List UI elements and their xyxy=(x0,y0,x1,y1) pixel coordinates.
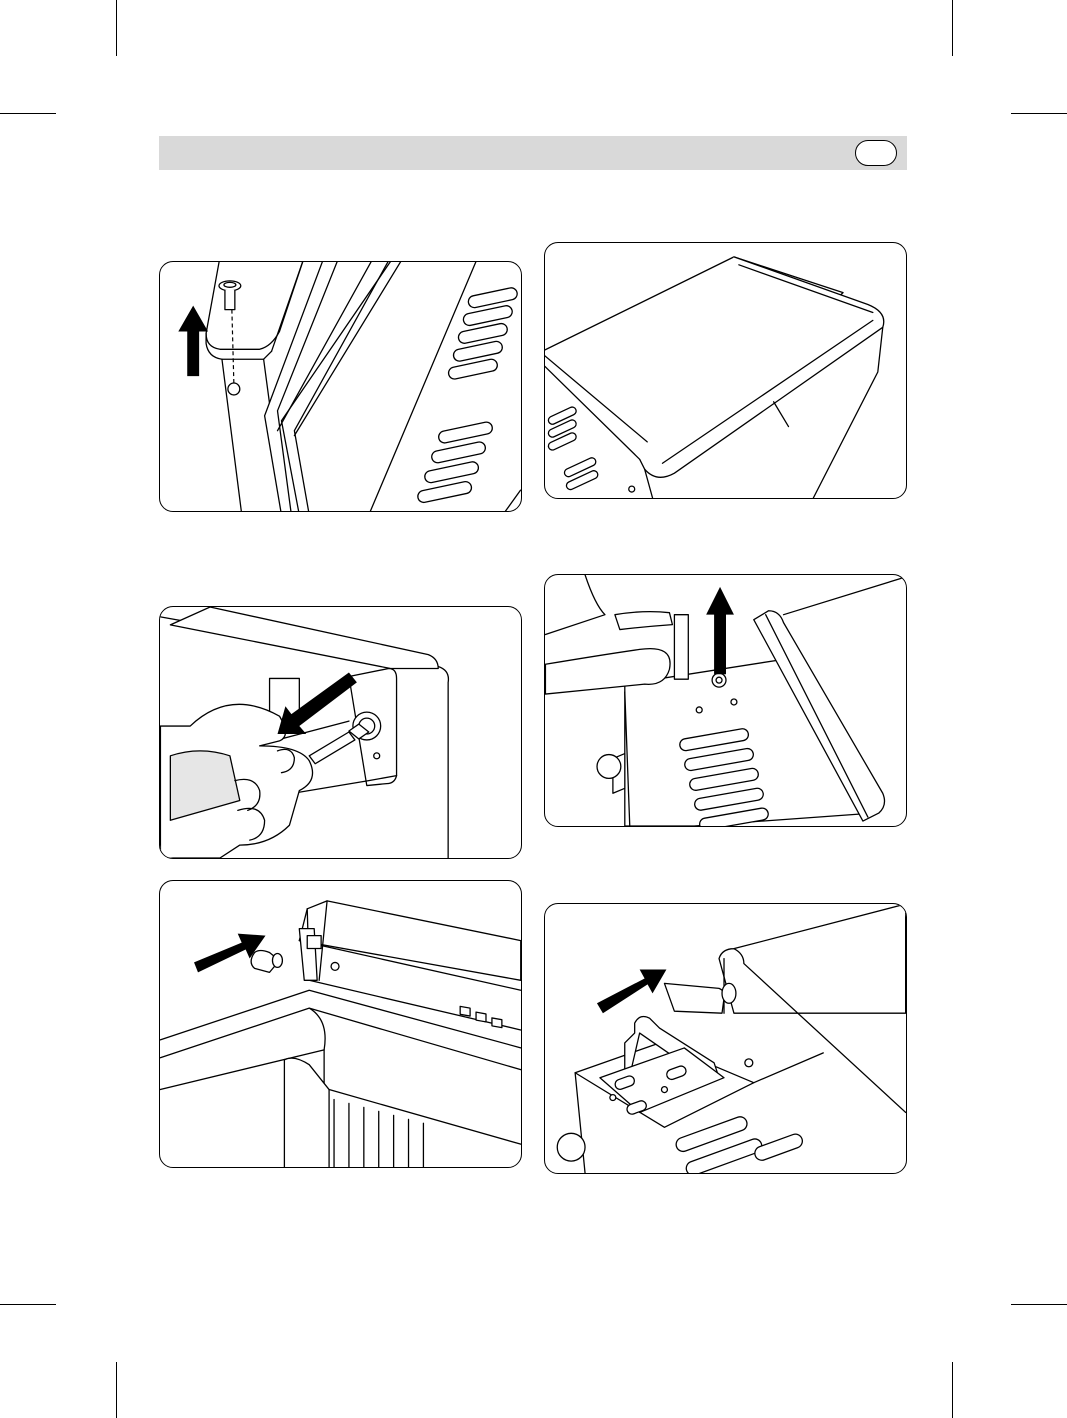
figure-1-drawing xyxy=(160,262,521,511)
crop-mark xyxy=(1011,1304,1067,1305)
vent-slots xyxy=(547,406,599,491)
side-edge xyxy=(222,359,242,511)
figure-4-drawing xyxy=(545,575,906,826)
vent-slots xyxy=(674,1115,804,1173)
hand-thumb xyxy=(615,612,673,630)
figure-5-insert-bush xyxy=(159,880,522,1168)
figure-1-remove-hinge-pin xyxy=(159,261,522,512)
bracket-hole-2 xyxy=(610,1095,616,1101)
screw-hole xyxy=(374,753,380,759)
figure-3-unscrew-hinge-bush xyxy=(159,606,522,859)
language-badge xyxy=(855,140,897,166)
crop-mark xyxy=(0,113,56,114)
adjust-knob xyxy=(597,755,621,779)
section-header-bar xyxy=(159,136,907,170)
display-segment-2 xyxy=(476,1012,486,1022)
screw-recess xyxy=(716,677,722,683)
screw-hole-2 xyxy=(731,699,737,705)
hinge-pin-head-inner xyxy=(224,282,236,287)
cabinet-top-surface xyxy=(170,607,438,669)
appliance-top-corner xyxy=(206,262,304,349)
door-top-edge xyxy=(784,577,906,615)
hinge-bush xyxy=(722,983,736,1003)
screw-hole xyxy=(745,1059,753,1067)
door-side-panel xyxy=(719,904,906,1013)
hinge-pin xyxy=(664,983,724,1013)
crop-mark xyxy=(116,1362,117,1418)
hinge-bush-end xyxy=(272,953,282,967)
hinge-pin-mount xyxy=(307,936,321,949)
shelf-grille xyxy=(334,1099,423,1167)
figure-6-drawing xyxy=(545,904,906,1173)
figure-5-drawing xyxy=(160,881,521,1167)
hand-outline xyxy=(545,575,605,635)
hinge-pin-shaft xyxy=(225,290,235,310)
arrow-up-icon xyxy=(178,306,208,376)
screw-hole xyxy=(696,707,702,713)
crop-mark xyxy=(1011,113,1067,114)
figure-2-appliance-top-view xyxy=(544,242,907,499)
adjust-knob xyxy=(557,1133,585,1161)
screwdriver-bit xyxy=(674,615,688,679)
figure-6-fit-hinge-bracket xyxy=(544,903,907,1174)
shelf-line xyxy=(329,1090,521,1145)
bracket-hole xyxy=(661,1087,667,1093)
crop-mark xyxy=(0,1304,56,1305)
figure-4-unscrew-top-screws xyxy=(544,574,907,827)
arrow-up-icon xyxy=(706,587,734,674)
leader-line xyxy=(774,402,789,427)
hinge-hole xyxy=(228,383,240,395)
right-edge xyxy=(503,490,521,511)
display-segment xyxy=(460,1006,470,1016)
cabinet-top-edge xyxy=(754,1053,823,1083)
vent-slots xyxy=(417,287,519,504)
screw-hole xyxy=(331,962,339,970)
crop-mark xyxy=(116,0,117,56)
crop-mark xyxy=(952,1362,953,1418)
figure-3-drawing xyxy=(160,607,521,858)
figure-2-drawing xyxy=(545,243,906,498)
crop-mark xyxy=(952,0,953,56)
screw-hole xyxy=(629,486,635,492)
display-segment-3 xyxy=(492,1018,502,1028)
screwdriver-shaft xyxy=(309,732,355,764)
arrow-in-icon xyxy=(597,970,666,1014)
